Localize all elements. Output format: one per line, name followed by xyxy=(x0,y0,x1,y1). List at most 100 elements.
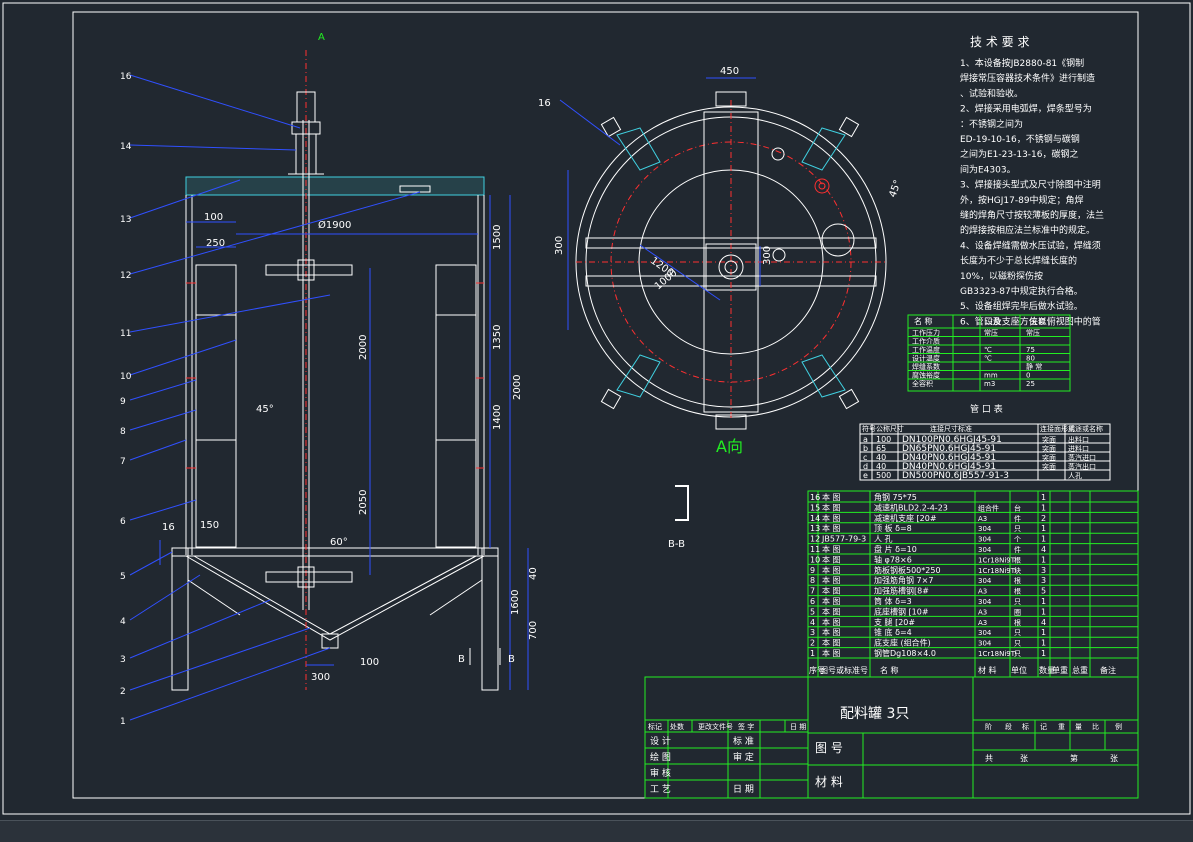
nozzle-symbol: c xyxy=(863,453,867,462)
bom-qty: 2 xyxy=(1041,514,1046,523)
spec-row-value: 80 xyxy=(1026,355,1035,363)
dim-diameter: Ø1900 xyxy=(318,219,351,231)
spec-row-value: 25 xyxy=(1026,380,1035,388)
nozzle-title: 管 口 表 xyxy=(970,403,1003,415)
nozzle-header: 连接面形式 xyxy=(1040,424,1075,433)
bom-no: 4 xyxy=(810,618,815,627)
bom-material: A3 xyxy=(978,588,987,596)
bom-material: 304 xyxy=(978,577,992,585)
dim-16: 16 xyxy=(162,522,175,533)
bom-ref: 本 图 xyxy=(822,617,841,627)
bom-header: 材 料 xyxy=(978,665,997,675)
sheet-label: 共 xyxy=(985,754,993,763)
bom-material: 304 xyxy=(978,640,992,648)
dim-top-300b: 300 xyxy=(762,246,773,265)
bom-qty: 1 xyxy=(1041,535,1046,544)
dim-1350: 1350 xyxy=(492,325,503,350)
bom-qty: 1 xyxy=(1041,649,1046,658)
material-label: 材 料 xyxy=(815,775,843,789)
spec-row-unit: ℃ xyxy=(984,346,992,354)
tech-line: 焊接常压容器技术条件》进行制造 xyxy=(960,72,1095,84)
part-callout-13: 13 xyxy=(120,215,131,225)
tech-line: 缝的焊角尺寸按较薄板的厚度，法兰 xyxy=(960,209,1104,221)
bom-name: 筋板钢板500*250 xyxy=(874,565,941,575)
nozzle-purpose: 蒸汽进口 xyxy=(1068,453,1096,462)
spec-row-name: 全容积 xyxy=(912,379,933,388)
rev-header: 标记 xyxy=(648,722,662,731)
bom-material: 304 xyxy=(978,629,992,637)
tech-line: 3、焊接接头型式及尺寸除图中注明 xyxy=(960,179,1101,191)
bom-qty: 1 xyxy=(1041,597,1046,606)
bom-name: 人 孔 xyxy=(874,535,893,544)
nozzle-standard: DN100PN0.6HGJ45-91 xyxy=(902,435,1002,445)
bom-unit: 根 xyxy=(1014,587,1021,596)
part-callout-6: 6 xyxy=(120,517,126,527)
spec-row-value: 75 xyxy=(1026,346,1035,354)
elevation-view xyxy=(129,50,529,721)
spec-row-unit: 常压 xyxy=(984,328,998,337)
graph-no-label: 图 号 xyxy=(815,741,843,755)
bom-unit: 台 xyxy=(1014,503,1021,512)
bom-unit: 块 xyxy=(1014,566,1021,575)
bom-ref: 本 图 xyxy=(822,648,841,658)
drawing-canvas[interactable]: 100 250 Ø1900 1500 1350 1400 2000 2000 2… xyxy=(0,0,1193,820)
bom-qty: 3 xyxy=(1041,576,1046,585)
spec-row-name: 设计温度 xyxy=(912,354,940,363)
part-callout-10: 10 xyxy=(120,372,132,382)
dim-250: 250 xyxy=(206,238,225,249)
bom-header: 总重 xyxy=(1072,665,1088,675)
tech-line: GB3323-87中规定执行合格。 xyxy=(960,285,1083,297)
tech-line: 之间为E1-23-13-16，碳钢之 xyxy=(960,148,1079,160)
sheet-label: 张 xyxy=(1110,754,1118,763)
bom-unit: 件 xyxy=(1014,514,1021,523)
rev-header: 更改文件号 xyxy=(698,722,733,731)
spec-header-jacket: 夹套 xyxy=(1030,316,1046,326)
dim-top-300: 300 xyxy=(554,236,565,255)
bom-ref: 本 图 xyxy=(822,565,841,575)
bom-unit: 只 xyxy=(1014,629,1021,637)
part-callout-16: 16 xyxy=(120,72,132,82)
spec-row-name: 工作温度 xyxy=(912,345,940,354)
nozzle-standard: DN40PN0.6HGJ45-91 xyxy=(902,462,996,472)
nozzle-header: 符号 xyxy=(862,424,876,433)
dim-40: 40 xyxy=(528,567,539,580)
bom-name: 减速机BLD2.2-4-23 xyxy=(874,502,948,512)
bom-no: 12 xyxy=(810,535,820,544)
bom-material: 1Cr18Ni9Ti xyxy=(978,650,1017,658)
right-header: 阶 xyxy=(985,722,992,731)
right-header: 标 xyxy=(1022,722,1029,731)
bom-no: 11 xyxy=(810,545,820,554)
bom-qty: 1 xyxy=(1041,503,1046,512)
bom-header: 单位 xyxy=(1011,665,1027,675)
bom-name: 加强筋槽钢[8# xyxy=(874,586,929,596)
tech-line: 的焊接按相应法兰标准中的规定。 xyxy=(960,224,1095,236)
bom-material: 1Cr18Ni9Ti xyxy=(978,556,1017,564)
spec-row-value: 0 xyxy=(1026,372,1030,380)
bom-qty: 1 xyxy=(1041,607,1046,616)
dim-150: 150 xyxy=(200,520,219,531)
top-plate xyxy=(185,176,485,196)
bom-no: 16 xyxy=(810,493,820,502)
title-left-label: 绘 图 xyxy=(650,751,671,763)
bom-ref: 本 图 xyxy=(822,638,841,648)
bom-unit: 根 xyxy=(1014,618,1021,627)
dim-45: 45° xyxy=(256,404,274,415)
dim-1500: 1500 xyxy=(492,225,503,250)
dim-2050: 2050 xyxy=(358,490,369,515)
tech-line: 6、管口及支座方位以俯视图中的管 xyxy=(960,315,1101,327)
bom-no: 3 xyxy=(810,628,815,637)
sheet-label: 第 xyxy=(1070,753,1078,763)
part-callout-14: 14 xyxy=(120,142,132,152)
bom-unit: 根 xyxy=(1014,555,1021,564)
right-header: 比 xyxy=(1092,722,1099,731)
nozzle-face: 突面 xyxy=(1042,435,1056,444)
bom-no: 2 xyxy=(810,639,815,648)
dim-1400: 1400 xyxy=(492,405,503,430)
nozzle-face: 突面 xyxy=(1042,462,1056,471)
part-callout-8: 8 xyxy=(120,427,126,437)
spec-row-name: 工作压力 xyxy=(912,328,940,337)
bom-ref: 本 图 xyxy=(822,627,841,637)
bom-ref: 本 图 xyxy=(822,554,841,564)
title-mid-label: 日 期 xyxy=(733,784,754,795)
